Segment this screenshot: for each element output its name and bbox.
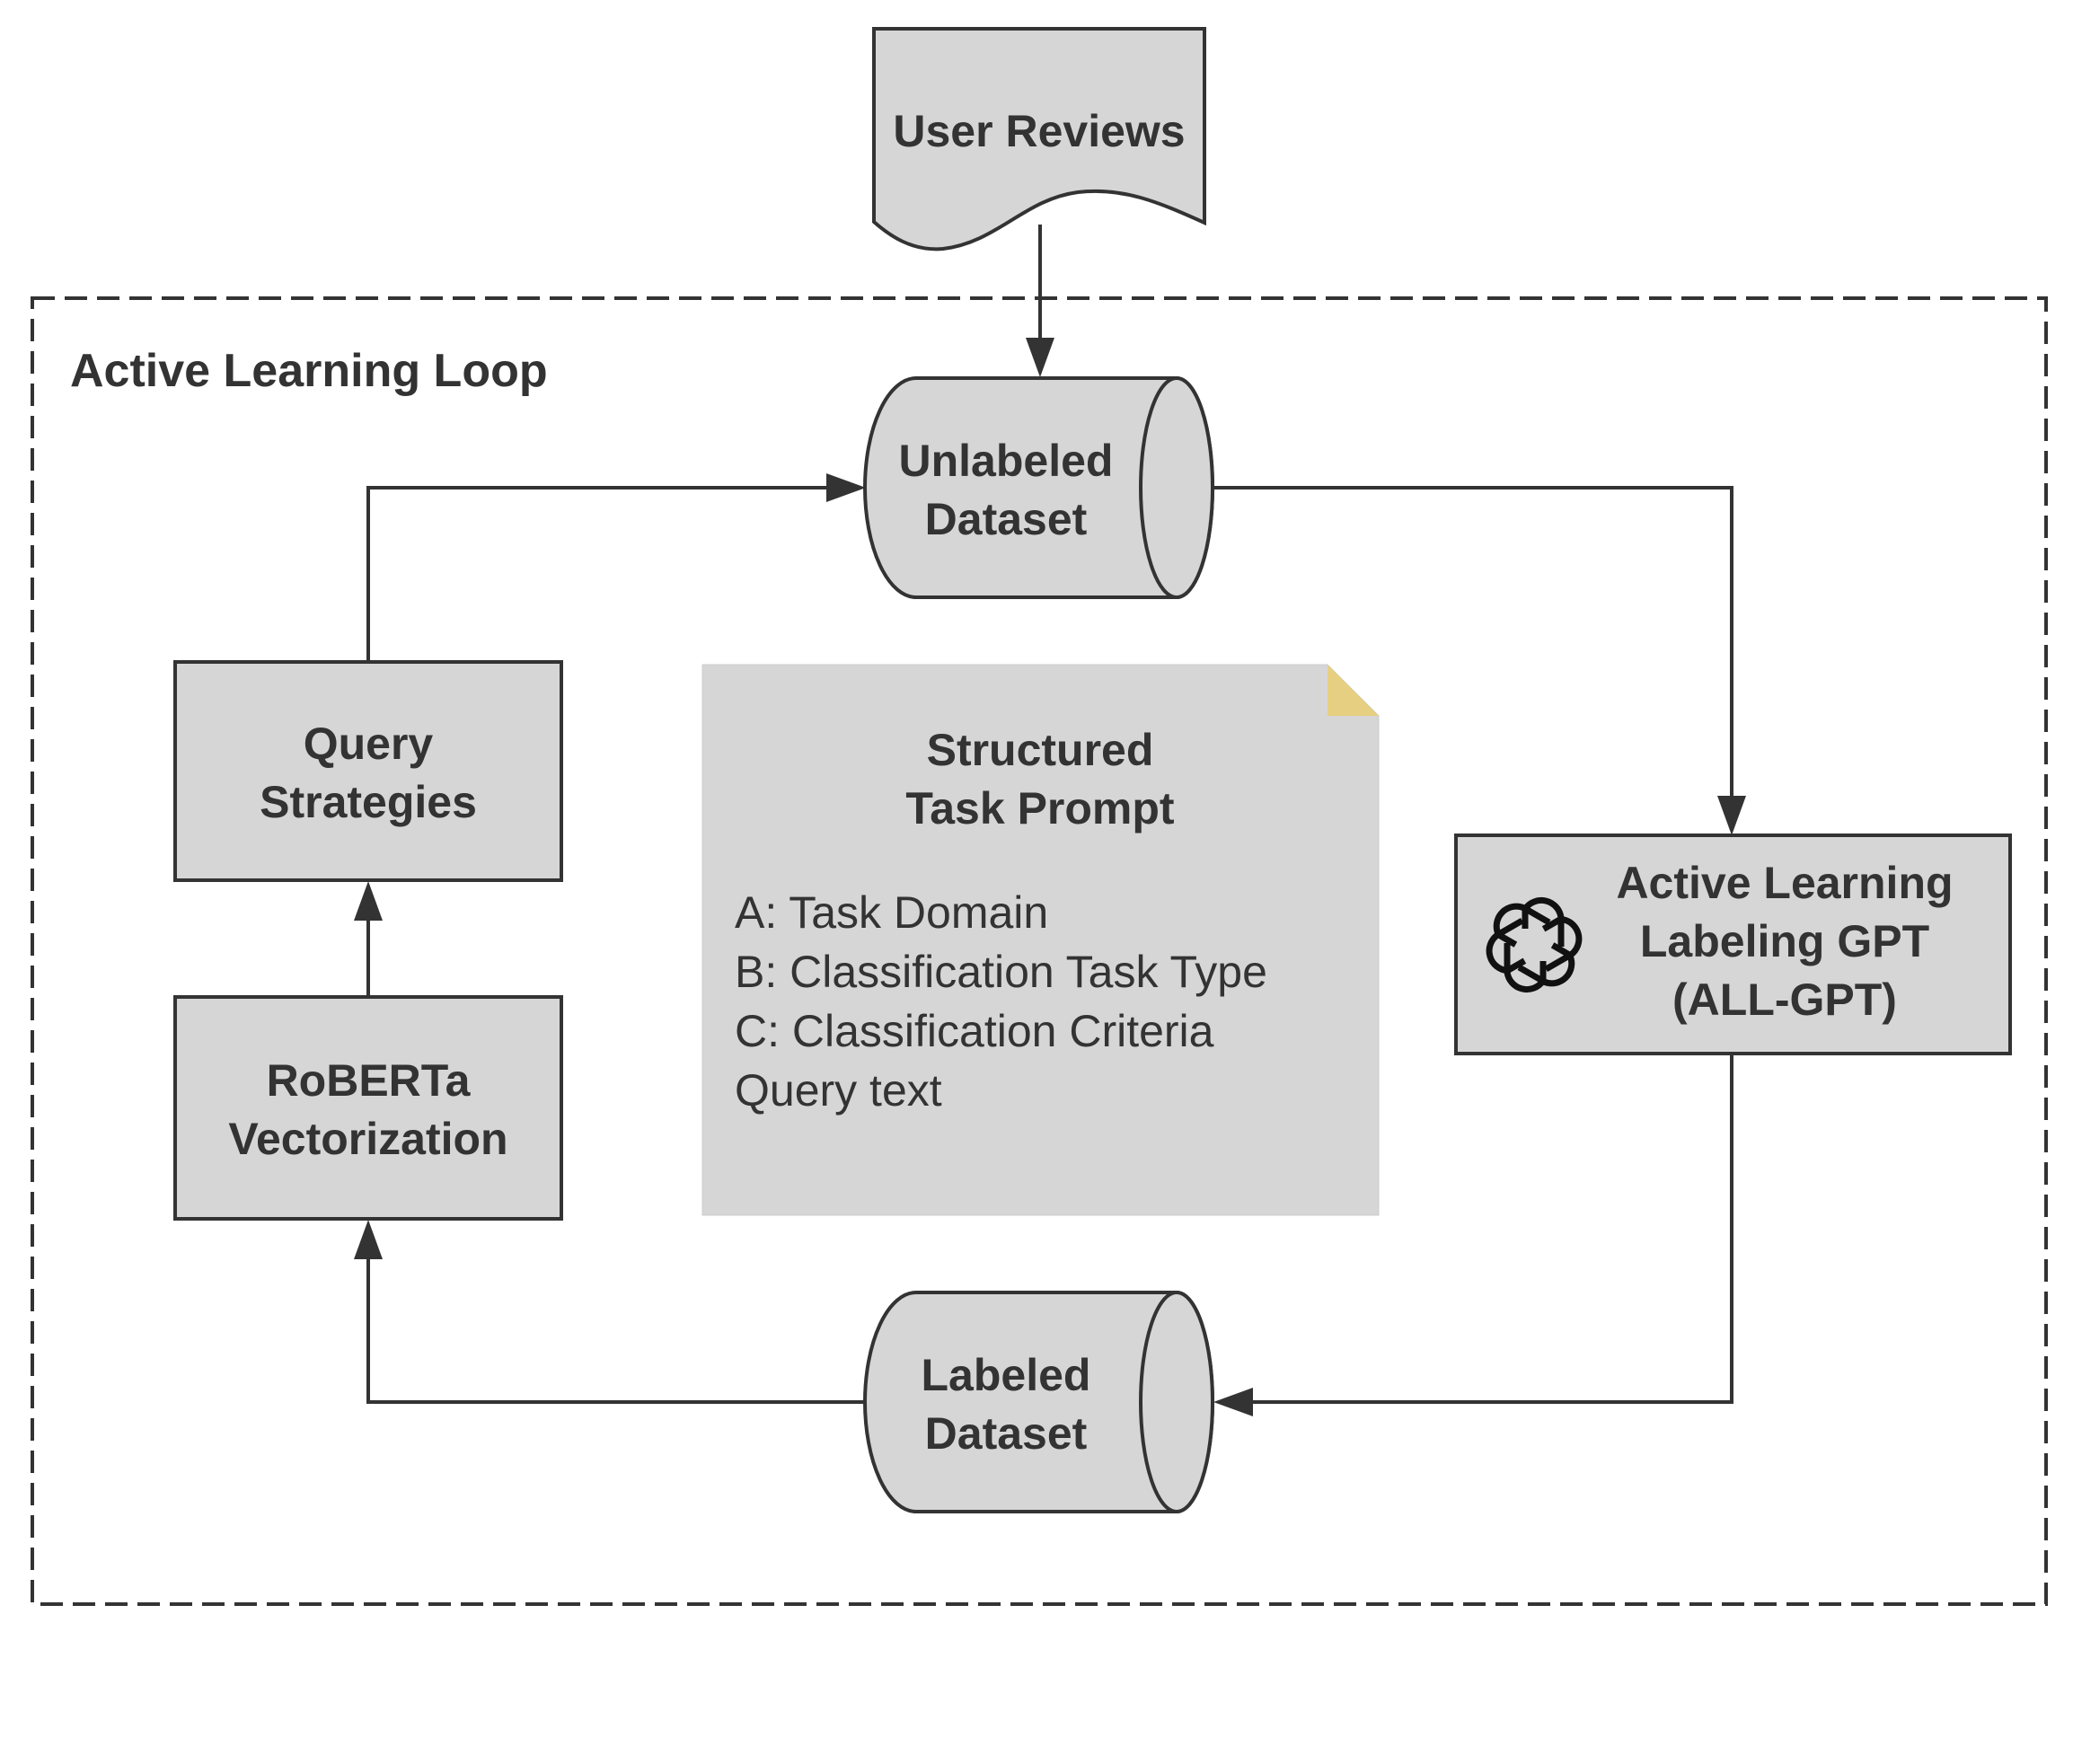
roberta-box [173,995,563,1221]
query-strategies-line-2: Strategies [260,777,477,827]
task-prompt-item-a: A: Task Domain [735,887,1048,938]
edge-query-to-unlabeled [366,486,826,662]
query-strategies-box [173,660,563,882]
node-roberta-vectorization[interactable]: RoBERTa Vectorization [173,995,563,1221]
all-gpt-line-1: Active Learning [1616,858,1953,908]
all-gpt-box [1454,833,2012,1055]
arrowhead-unlabeled-left [826,473,866,502]
node-user-reviews[interactable]: User Reviews [872,27,1206,251]
node-query-strategies[interactable]: Query Strategies [173,660,563,882]
note-fold-corner [1328,665,1379,716]
cylinder-end [1139,1291,1214,1513]
arrowhead-unlabeled-top [1026,338,1054,377]
loop-label: Active Learning Loop [70,345,548,397]
arrowhead-labeled-right [1213,1388,1253,1416]
labeled-dataset-line-1: Labeled [922,1350,1091,1400]
node-structured-task-prompt[interactable]: Structured Task Prompt A: Task Domain B:… [701,664,1380,1216]
node-all-gpt[interactable]: Active Learning Labeling GPT (ALL-GPT) [1454,833,2012,1055]
task-prompt-title-line-1: Structured [927,725,1154,775]
document-shape [872,27,1206,251]
labeled-dataset-line-2: Dataset [925,1408,1088,1459]
note-shape [701,664,1380,1216]
roberta-line-1: RoBERTa [267,1055,472,1106]
arrowhead-query-bottom [354,881,383,921]
edge-labeled-to-roberta [366,1257,864,1404]
unlabeled-dataset-line-1: Unlabeled [899,436,1114,486]
task-prompt-item-c: C: Classification Criteria [735,1006,1214,1056]
arrowheads [354,338,1746,1416]
all-gpt-line-2: Labeling GPT [1640,916,1929,966]
all-gpt-line-3: (ALL-GPT) [1672,975,1897,1025]
task-prompt-item-query: Query text [735,1065,942,1116]
task-prompt-title-line-2: Task Prompt [905,783,1174,833]
node-unlabeled-dataset[interactable]: Unlabeled Dataset [863,376,1214,599]
arrowhead-all-gpt-top [1717,796,1746,835]
task-prompt-item-b: B: Classification Task Type [735,947,1267,997]
cylinder-end [1139,376,1214,599]
edge-all-gpt-to-labeled [1253,1054,1733,1404]
query-strategies-line-1: Query [304,719,434,769]
edge-unlabeled-to-all-gpt [1213,486,1733,798]
roberta-line-2: Vectorization [228,1114,507,1164]
arrowhead-roberta-bottom [354,1220,383,1259]
user-reviews-label: User Reviews [893,106,1185,156]
node-labeled-dataset[interactable]: Labeled Dataset [863,1291,1214,1513]
openai-logo-icon [1486,897,1583,992]
unlabeled-dataset-line-2: Dataset [925,494,1088,544]
edges [366,225,1733,1404]
